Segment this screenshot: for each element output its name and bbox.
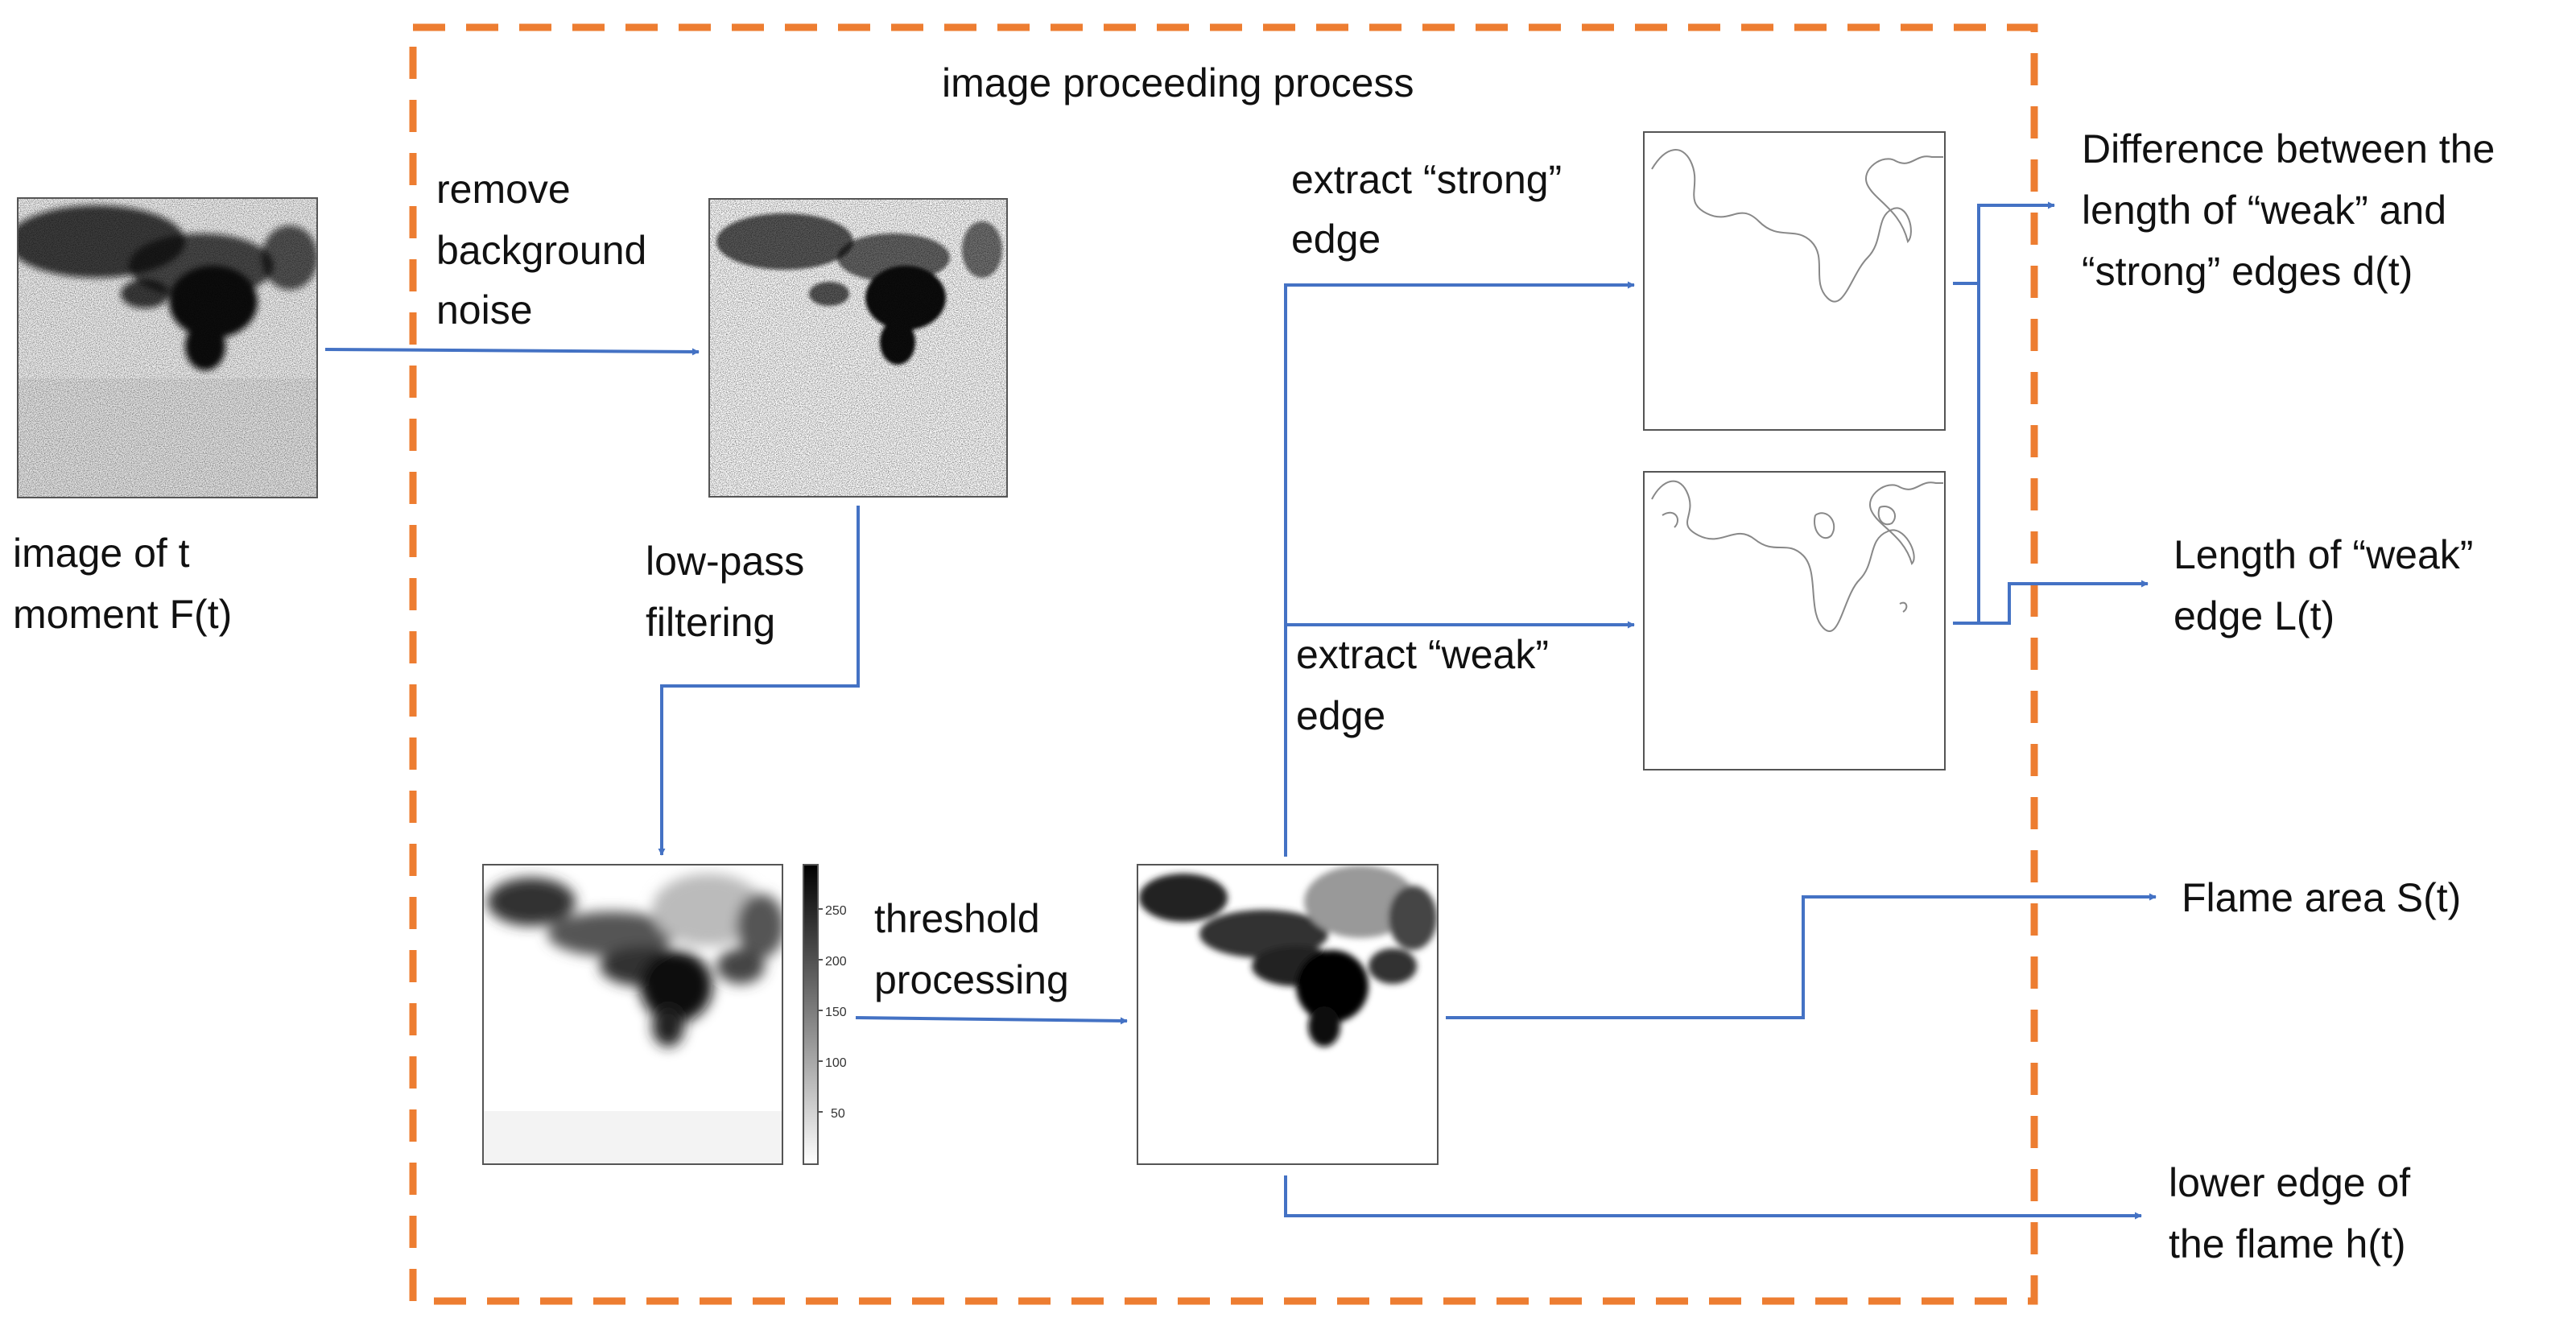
low-pass-label-line2: filtering xyxy=(646,600,776,645)
arrow-threshold-to-lower-edge xyxy=(1284,1175,2142,1220)
arrow-weak-edge-to-difference xyxy=(1953,283,1980,625)
process-frame xyxy=(409,23,2038,1305)
colorbar-tick: 250 xyxy=(825,904,847,918)
remove-noise-label-line1: remove xyxy=(436,167,571,212)
colorbar-tick: 100 xyxy=(825,1056,847,1070)
output-lower-edge-line2: the flame h(t) xyxy=(2169,1221,2406,1266)
strong-edge-image xyxy=(1643,131,1946,431)
arrow-threshold-to-area xyxy=(1446,893,2157,1019)
threshold-label-line1: threshold xyxy=(874,896,1040,941)
output-area: Flame area S(t) xyxy=(2182,875,2462,920)
output-lower-edge-line1: lower edge of xyxy=(2169,1160,2411,1205)
process-title: image proceeding process xyxy=(942,60,1414,105)
colorbar-tick: 50 xyxy=(831,1107,845,1121)
arrow-weak-edge-to-length xyxy=(1953,580,2149,625)
weak-edge-image xyxy=(1643,471,1946,770)
input-image-label-line1: image of t xyxy=(13,531,190,576)
output-length-line2: edge L(t) xyxy=(2174,593,2335,638)
remove-noise-label-line3: noise xyxy=(436,287,533,333)
extract-weak-label-line1: extract “weak” xyxy=(1296,632,1549,677)
thresholded-flame-image xyxy=(1137,865,1438,1164)
colorbar-tick: 150 xyxy=(825,1006,847,1019)
extract-strong-label-line2: edge xyxy=(1291,217,1381,262)
output-difference-line2: length of “weak” and xyxy=(2082,188,2447,233)
connector-lines xyxy=(324,201,2157,1220)
filtered-flame-image xyxy=(483,865,782,1164)
extract-strong-label-line1: extract “strong” xyxy=(1291,157,1563,202)
remove-noise-label-line2: background xyxy=(436,228,647,273)
output-difference-line1: Difference between the xyxy=(2082,126,2496,171)
extract-weak-label-line2: edge xyxy=(1296,693,1386,738)
colorbar: 250 200 150 100 50 xyxy=(803,864,847,1165)
denoised-flame-image xyxy=(709,199,1007,497)
input-image-label-line2: moment F(t) xyxy=(13,592,233,637)
low-pass-label-line1: low-pass xyxy=(646,539,805,584)
output-difference-line3: “strong” edges d(t) xyxy=(2082,249,2413,294)
arrow-threshold-to-strong-edge xyxy=(1284,281,1635,857)
arrow-input-to-denoised xyxy=(324,348,700,356)
arrow-denoised-to-filtered xyxy=(658,506,860,856)
colorbar-tick: 200 xyxy=(825,955,847,969)
threshold-label-line2: processing xyxy=(874,957,1069,1002)
input-flame-image xyxy=(18,198,317,498)
arrow-strong-edge-to-difference xyxy=(1953,201,2055,285)
output-length-line1: Length of “weak” xyxy=(2174,532,2474,577)
arrow-filtered-to-threshold xyxy=(855,1016,1128,1025)
